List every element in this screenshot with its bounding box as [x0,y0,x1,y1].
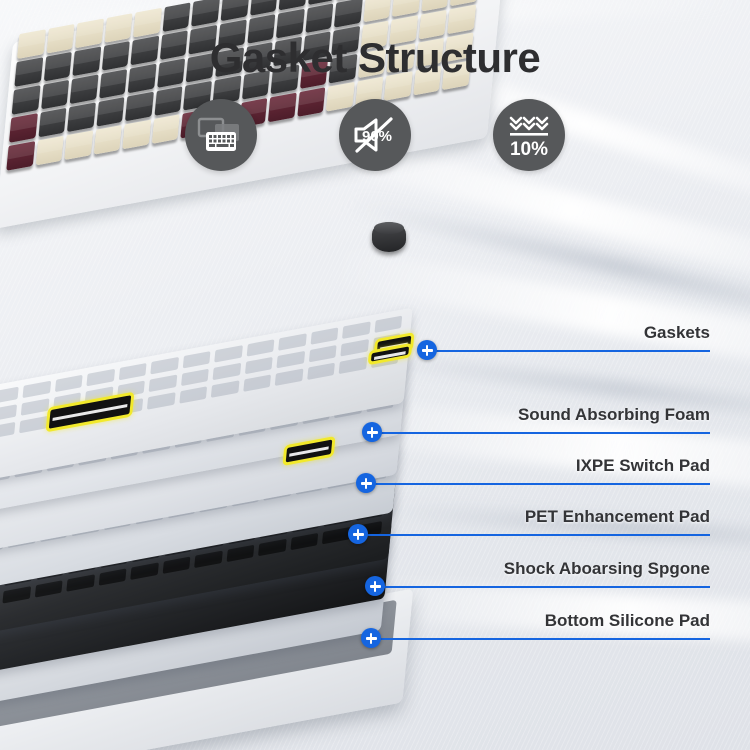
callout-label: Gaskets [643,323,710,342]
keyboard-layers-icon [185,99,257,171]
callout-label: PET Enhancement Pad [524,507,710,526]
shock-absorb-value: 10% [510,139,548,160]
callout-line [375,586,710,588]
volume-knob [372,222,406,252]
muted-speaker-icon: 90% [339,99,411,171]
feature-icon-row: 90% 10% [0,99,750,171]
callout-label: Shock Aboarsing Spgone [503,559,710,578]
callout-label: IXPE Switch Pad [575,456,710,475]
callout-line [372,432,710,434]
shock-absorb-icon: 10% [493,99,565,171]
plus-marker-icon[interactable] [356,473,376,493]
page-title: Gasket Structure [209,34,541,81]
plus-marker-icon[interactable] [365,576,385,596]
callout-line [366,483,710,485]
plus-marker-icon[interactable] [361,628,381,648]
callout-line [427,350,710,352]
plus-marker-icon[interactable] [348,524,368,544]
callout-label: Sound Absorbing Foam [517,405,710,424]
plus-marker-icon[interactable] [362,422,382,442]
plus-marker-icon[interactable] [417,340,437,360]
callout-line [371,638,710,640]
muted-speaker-value: 90% [362,128,392,145]
callout-line [358,534,710,536]
callout-label: Bottom Silicone Pad [544,611,710,630]
